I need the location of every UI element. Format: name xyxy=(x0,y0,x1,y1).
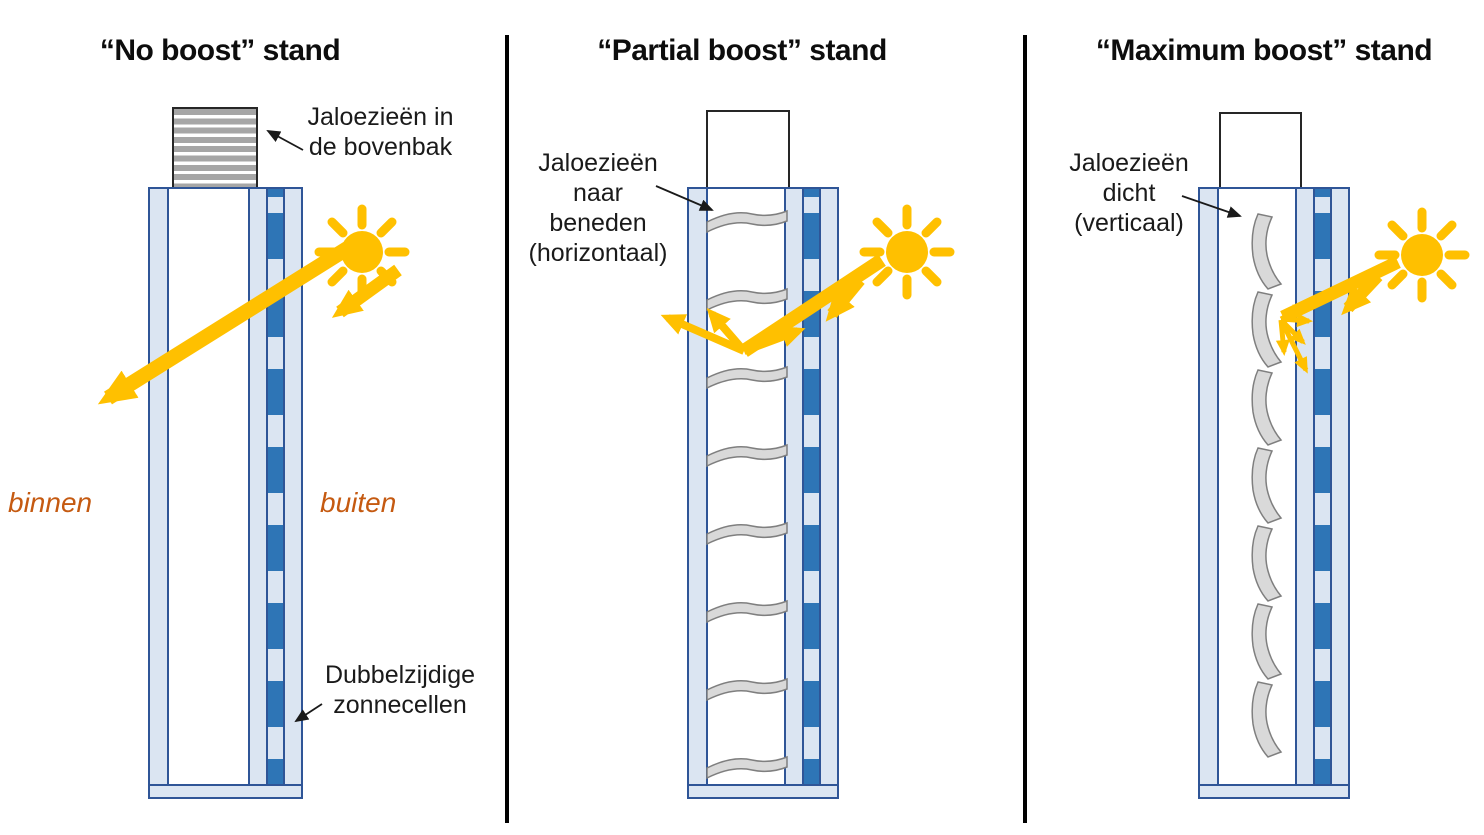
inner-glass-pane xyxy=(689,189,708,797)
window-maximum-boost xyxy=(1198,187,1350,799)
label-line: dicht xyxy=(1102,179,1156,207)
glass-layer xyxy=(1295,189,1313,797)
label-blinds-in-headbox: Jaloezieën in de bovenbak xyxy=(288,102,473,162)
label-inside: binnen xyxy=(8,487,93,518)
blinds-headbox-empty xyxy=(706,110,790,189)
blinds-headbox-empty xyxy=(1219,112,1302,190)
label-line: (horizontaal) xyxy=(528,239,668,267)
label-line: Jaloezieën xyxy=(1069,149,1189,177)
inner-glass-pane xyxy=(1200,189,1219,797)
window-sill xyxy=(150,784,301,797)
blinds-headbox-filled xyxy=(172,107,258,191)
solar-cell-strip xyxy=(802,189,819,797)
label-line: beneden xyxy=(549,209,647,237)
label-line: de bovenbak xyxy=(308,133,453,161)
label-line: Dubbelzijdige xyxy=(324,661,476,689)
panel-title-no-boost: “No boost” stand xyxy=(99,34,341,67)
window-sill xyxy=(1200,784,1348,797)
label-blinds-down-horizontal: Jaloezieën naar beneden (horizontaal) xyxy=(512,148,684,268)
solar-cell-strip xyxy=(266,189,283,797)
glass-layer xyxy=(819,189,837,797)
sun-icon xyxy=(859,204,955,300)
glass-layer xyxy=(248,189,266,797)
outer-glass-assembly xyxy=(1295,189,1348,797)
label-line: Jaloezieën in xyxy=(307,103,454,131)
panel-divider-2 xyxy=(1023,35,1027,823)
label-line: (verticaal) xyxy=(1074,209,1184,237)
solar-cell-strip xyxy=(1313,189,1330,797)
label-line: zonnecellen xyxy=(333,691,467,719)
inner-glass-pane xyxy=(150,189,169,797)
glass-layer xyxy=(784,189,802,797)
window-sill xyxy=(689,784,837,797)
label-outside: buiten xyxy=(320,487,397,518)
label-double-sided-solar-cells: Dubbelzijdige zonnecellen xyxy=(310,660,490,720)
label-line: Jaloezieën xyxy=(538,149,658,177)
panel-title-partial-boost: “Partial boost” stand xyxy=(597,34,887,67)
incident-light-arrow xyxy=(1341,271,1383,316)
glass-layer xyxy=(283,189,301,797)
sun-icon xyxy=(1374,207,1470,303)
panel-divider-1 xyxy=(505,35,509,823)
label-line: naar xyxy=(572,179,624,207)
sun-icon xyxy=(314,204,410,300)
outer-glass-assembly xyxy=(784,189,837,797)
window-no-boost xyxy=(148,187,303,799)
window-partial-boost xyxy=(687,187,839,799)
outer-glass-assembly xyxy=(248,189,301,797)
incident-light-arrow xyxy=(331,264,402,318)
label-blinds-closed-vertical: Jaloezieën dicht (verticaal) xyxy=(1048,148,1210,238)
panel-title-maximum-boost: “Maximum boost” stand xyxy=(1095,34,1433,67)
glass-layer xyxy=(1330,189,1348,797)
